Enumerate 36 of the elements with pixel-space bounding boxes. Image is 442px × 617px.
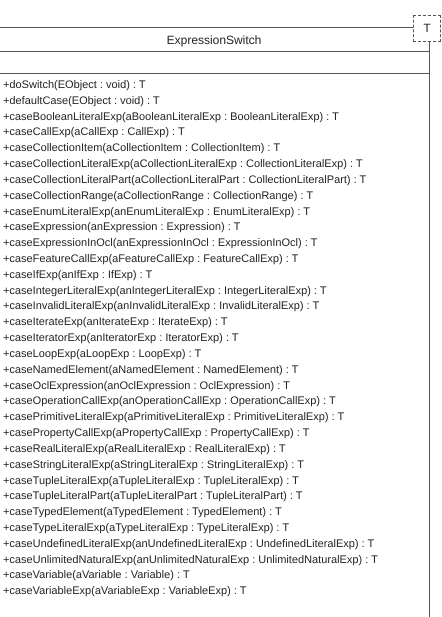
operation-text: +caseCollectionLiteralExp(aCollectionLiteralExp : CollectionLiteralExp) : T — [3, 158, 363, 172]
template-parameter: T — [422, 21, 432, 35]
operation-text: +caseStringLiteralExp(aStringLiteralExp : StringLiteralExp) : T — [3, 458, 304, 472]
operation-text: +caseOclExpression(anOclExpression : OclExpression) : T — [3, 380, 290, 393]
operation-text: +caseExpression(anExpression : Expression) : T — [3, 221, 240, 234]
operation-text: +caseEnumLiteralExp(anEnumLiteralExp : EnumLiteralExp) : T — [3, 206, 310, 219]
operation-text: +caseLoopExp(aLoopExp : LoopExp) : T — [3, 348, 202, 361]
operation-text: +doSwitch(EObject : void) : T — [3, 79, 146, 92]
operation-text: +caseIfExp(anIfExp : IfExp) : T — [3, 268, 152, 282]
operation-text: +caseVariable(aVariable : Variable) : T — [3, 569, 190, 582]
operation-text: +caseNamedElement(aNamedElement : NamedElement) : T — [3, 364, 298, 377]
operation-text: +caseUndefinedLiteralExp(anUndefinedLiteralExp : UndefinedLiteralExp) : T — [3, 538, 374, 551]
operation-text: +caseTupleLiteralExp(aTupleLiteralExp : TupleLiteralExp) : T — [3, 474, 299, 488]
operation-text: +caseExpressionInOcl(anExpressionInOcl : ExpressionInOcl) : T — [3, 237, 318, 250]
class-name: ExpressionSwitch — [166, 33, 262, 47]
template-parameter-box — [413, 15, 441, 42]
operation-text: +caseInvalidLiteralExp(anInvalidLiteralExp : InvalidLiteralExp) : T — [3, 300, 320, 314]
operation-text: +caseBooleanLiteralExp(aBooleanLiteralExp : BooleanLiteralExp) : T — [3, 110, 339, 124]
operation-text: +caseIteratorExp(anIteratorExp : IteratorExp) : T — [3, 332, 238, 346]
operation-text: +caseIntegerLiteralExp(anIntegerLiteralExp : IntegerLiteralExp) : T — [3, 284, 327, 298]
operation-text: +caseRealLiteralExp(aRealLiteralExp : RealLiteralExp) : T — [3, 442, 286, 456]
operation-text: +caseFeatureCallExp(aFeatureCallExp : FeatureCallExp) : T — [3, 253, 298, 266]
operation-text: +caseTypedElement(aTypedElement : TypedElement) : T — [3, 506, 282, 520]
operation-text: +casePrimitiveLiteralExp(aPrimitiveLiteralExp : PrimitiveLiteralExp) : T — [3, 411, 344, 424]
operation-text: +caseCollectionRange(aCollectionRange : CollectionRange) : T — [3, 190, 314, 203]
operation-text: +caseOperationCallExp(anOperationCallExp : OperationCallExp) : T — [3, 395, 336, 408]
operation-text: +caseCollectionItem(aCollectionItem : CollectionItem) : T — [3, 142, 280, 156]
operation-text: +caseIterateExp(anIterateExp : IterateExp) : T — [3, 316, 228, 330]
operation-text: +caseCallExp(aCallExp : CallExp) : T — [3, 126, 185, 140]
operation-text: +caseTupleLiteralPart(aTupleLiteralPart : TupleLiteralPart) : T — [3, 490, 302, 504]
operation-text: +caseCollectionLiteralPart(aCollectionLiteralPart : CollectionLiteralPart) : T — [3, 174, 366, 187]
operation-text: +casePropertyCallExp(aPropertyCallExp : PropertyCallExp) : T — [3, 427, 310, 440]
operation-text: +defaultCase(EObject : void) : T — [3, 94, 160, 108]
operation-text: +caseUnlimitedNaturalExp(anUnlimitedNaturalExp : UnlimitedNaturalExp) : T — [3, 554, 378, 567]
operation-text: +caseTypeLiteralExp(aTypeLiteralExp : TypeLiteralExp) : T — [3, 522, 290, 535]
operation-text: +caseVariableExp(aVariableExp : VariableExp) : T — [3, 585, 246, 598]
